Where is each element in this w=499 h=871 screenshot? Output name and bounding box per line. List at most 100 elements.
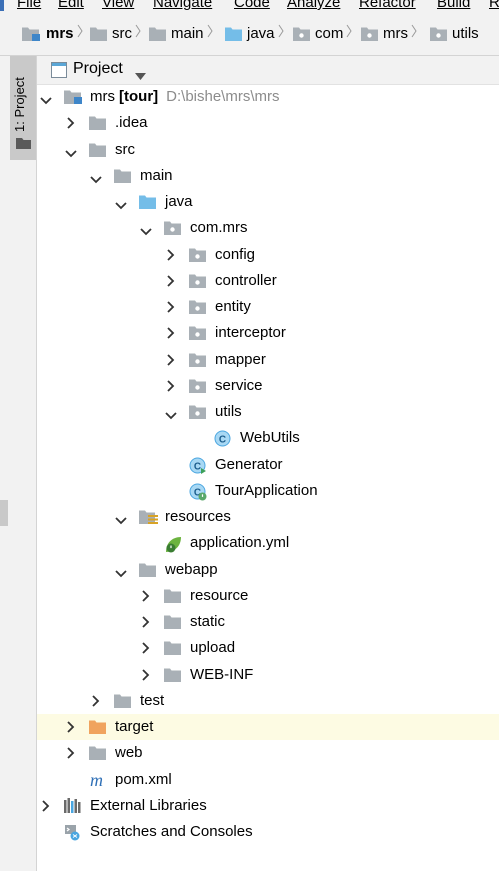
chevron-right-icon[interactable] — [67, 116, 75, 133]
node-name: .idea — [115, 114, 148, 132]
chevron-right-icon[interactable] — [67, 746, 75, 763]
package-icon — [293, 26, 310, 41]
tree-node-application-yml[interactable]: application.yml — [37, 530, 499, 556]
menu-item-edit[interactable]: Edit — [58, 0, 84, 11]
chevron-down-icon[interactable] — [115, 565, 127, 582]
chevron-right-icon[interactable] — [142, 668, 150, 685]
menu-item-code[interactable]: Code — [234, 0, 270, 11]
chevron-right-icon[interactable] — [67, 720, 75, 737]
chevron-down-icon[interactable] — [40, 92, 52, 109]
tree-node-resource[interactable]: resource — [37, 583, 499, 609]
tree-node-controller[interactable]: controller — [37, 268, 499, 294]
tree-node-web[interactable]: web — [37, 740, 499, 766]
project-view-icon — [51, 62, 67, 82]
tree-node-main[interactable]: main — [37, 163, 499, 189]
breadcrumb-label: main — [171, 24, 204, 42]
tree-node-label: webapp — [165, 561, 218, 579]
package-icon — [189, 325, 206, 344]
node-name: utils — [215, 403, 242, 420]
tree-node-mrs[interactable]: mrs[tour]D:\bishe\mrs\mrs — [37, 84, 499, 110]
tree-node-test[interactable]: test — [37, 688, 499, 714]
breadcrumb-label: src — [112, 24, 132, 42]
breadcrumb-separator — [278, 24, 284, 42]
spring-boot-class-icon: C — [189, 483, 207, 505]
breadcrumb-main[interactable]: main — [149, 11, 213, 55]
node-name: resource — [190, 586, 249, 604]
project-view-selector[interactable]: Project — [73, 60, 123, 77]
chevron-down-icon[interactable] — [165, 407, 177, 424]
breadcrumb-mrs[interactable]: mrs — [361, 11, 417, 55]
breadcrumb-src[interactable]: src — [90, 11, 141, 55]
menu-item-refactor[interactable]: Refactor — [359, 0, 416, 11]
chevron-right-icon[interactable] — [142, 615, 150, 632]
structure-tool-tab[interactable] — [0, 500, 8, 526]
project-tool-tab-label[interactable]: 1: Project — [12, 77, 27, 132]
chevron-right-icon[interactable] — [142, 589, 150, 606]
tree-node-static[interactable]: static — [37, 609, 499, 635]
svg-text:C: C — [194, 487, 201, 498]
menu-item-analyze[interactable]: Analyze — [287, 0, 341, 11]
tree-node-entity[interactable]: entity — [37, 294, 499, 320]
folder-icon — [164, 640, 181, 659]
tree-node-resources[interactable]: resources — [37, 504, 499, 530]
node-name: test — [140, 691, 165, 709]
tree-node-label: controller — [215, 272, 277, 290]
chevron-right-icon[interactable] — [92, 694, 100, 711]
chevron-down-icon[interactable] — [90, 171, 102, 188]
tree-node-label: resource — [190, 587, 248, 605]
node-name: interceptor — [215, 324, 286, 342]
chevron-right-icon[interactable] — [167, 274, 175, 291]
chevron-right-icon[interactable] — [142, 641, 150, 658]
module-name: [tour] — [119, 88, 159, 105]
folder-icon — [164, 667, 181, 686]
tree-node-webapp[interactable]: webapp — [37, 557, 499, 583]
tree-node-scratches-and-consoles[interactable]: Scratches and Consoles — [37, 819, 499, 845]
chevron-right-icon[interactable] — [167, 326, 175, 343]
tree-node-external-libraries[interactable]: External Libraries — [37, 793, 499, 819]
chevron-down-icon[interactable] — [115, 512, 127, 529]
menu-item-view[interactable]: View — [102, 0, 135, 11]
chevron-down-icon[interactable] — [115, 197, 127, 214]
tree-node-target[interactable]: target — [37, 714, 499, 740]
folder-icon — [89, 115, 106, 134]
tree-node-src[interactable]: src — [37, 137, 499, 163]
chevron-down-icon[interactable] — [135, 67, 146, 84]
package-icon — [189, 247, 206, 266]
tree-node-label: External Libraries — [90, 797, 207, 815]
breadcrumb-separator — [207, 24, 213, 42]
breadcrumb-java[interactable]: java — [225, 11, 284, 55]
breadcrumb-separator — [77, 24, 83, 42]
menu-item-file[interactable]: File — [17, 0, 42, 11]
tree-node-mapper[interactable]: mapper — [37, 347, 499, 373]
tree-node-com-mrs[interactable]: com.mrs — [37, 215, 499, 241]
chevron-down-icon[interactable] — [140, 223, 152, 240]
chevron-right-icon[interactable] — [167, 379, 175, 396]
chevron-right-icon[interactable] — [167, 353, 175, 370]
tree-node-upload[interactable]: upload — [37, 635, 499, 661]
chevron-down-icon[interactable] — [65, 145, 77, 162]
breadcrumb-mrs[interactable]: mrs — [22, 11, 83, 55]
node-name: src — [115, 140, 135, 158]
menu-item-build[interactable]: Build — [437, 0, 471, 11]
chevron-right-icon[interactable] — [42, 799, 50, 816]
node-name: target — [115, 718, 154, 735]
menu-item-r[interactable]: R — [489, 0, 499, 11]
menu-item-navigate[interactable]: Navigate — [153, 0, 213, 11]
tree-node-interceptor[interactable]: interceptor — [37, 320, 499, 346]
node-name: TourApplication — [215, 481, 318, 499]
chevron-right-icon[interactable] — [167, 248, 175, 265]
breadcrumb-utils[interactable]: utils — [430, 11, 479, 55]
tree-node-tourapplication[interactable]: C TourApplication — [37, 478, 499, 504]
node-name: config — [215, 245, 256, 263]
tree-node-web-inf[interactable]: WEB-INF — [37, 662, 499, 688]
tree-node-service[interactable]: service — [37, 373, 499, 399]
tree-node-java[interactable]: java — [37, 189, 499, 215]
tree-node-utils[interactable]: utils — [37, 399, 499, 425]
chevron-right-icon[interactable] — [167, 300, 175, 317]
breadcrumb-com[interactable]: com — [293, 11, 352, 55]
tree-node-idea[interactable]: .idea — [37, 110, 499, 136]
tree-node-config[interactable]: config — [37, 242, 499, 268]
